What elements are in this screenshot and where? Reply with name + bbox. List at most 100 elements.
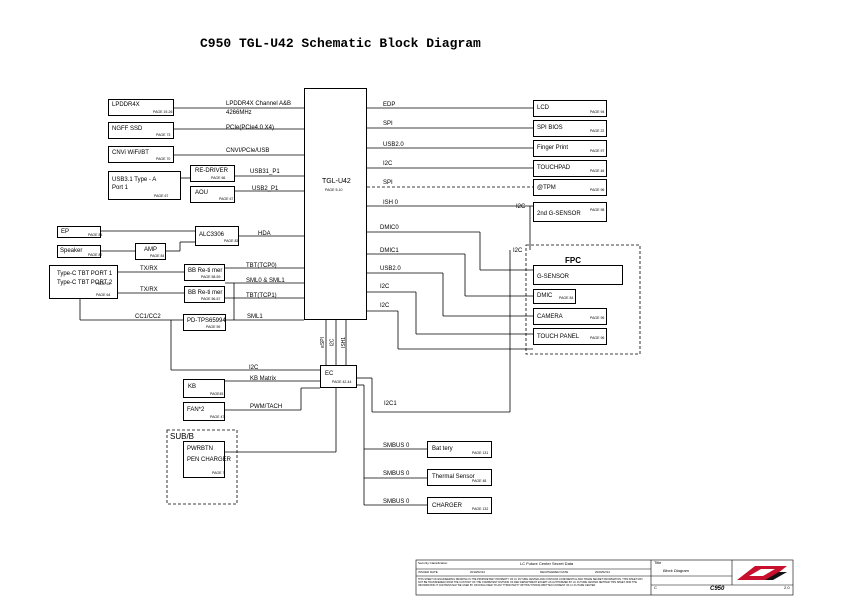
touchpanel-page: PAGE 96 — [590, 336, 605, 340]
touchpanel-block: TOUCH PANEL PAGE 96 — [533, 328, 607, 345]
tb-deciphered: DECIPHERED DATE — [540, 570, 569, 574]
tpm-block: @TPM PAGE 96 — [533, 179, 607, 196]
kb-block: KB PAGE45 — [183, 379, 225, 398]
sig-usb31p1: USB31_P1 — [250, 169, 280, 175]
ngff-label: NGFF SSD — [112, 126, 143, 132]
finger-block: Finger Print PAGE 97 — [533, 140, 607, 157]
charger-page: PAGE 132 — [472, 507, 489, 511]
camera-page: PAGE 95 — [590, 316, 605, 320]
sig-kbmatrix: KB Matrix — [250, 376, 277, 382]
gsensor-block: G-SENSOR — [533, 265, 623, 285]
gsensor2-label: 2nd G-SENSOR — [537, 211, 581, 217]
sig-txrx2: TX/RX — [140, 287, 158, 293]
cpu-page: PAGE 5-10 — [325, 188, 343, 192]
cnvi-block: CNVi WiFi/BT PAGE 70 — [108, 146, 174, 163]
cnvi-page: PAGE 70 — [156, 157, 171, 161]
aou-page: PAGE 67 — [219, 197, 234, 201]
battery-label: Bat tery — [432, 446, 453, 452]
tb-rev: 2.0 — [784, 585, 790, 590]
tb-issued: ISSUED DATE — [418, 570, 438, 574]
alc-page: PAGE 83 — [224, 239, 239, 243]
sig-cnvi: CNVI/PCIe/USB — [226, 148, 270, 154]
typec-page1: PAGE 63 — [96, 282, 111, 286]
sig-i2cfpc: I2C — [513, 248, 523, 254]
spibios-label: SPI BIOS — [537, 125, 563, 131]
sig-i2cec: I2C — [249, 365, 259, 371]
sig-i2c1: I2C — [383, 161, 393, 167]
sig-spi2: SPI — [383, 180, 393, 186]
lcd-block: LCD PAGE 94 — [533, 100, 607, 117]
charger-block: CHARGER PAGE 132 — [427, 497, 492, 514]
page-title: C950 TGL-U42 Schematic Block Diagram — [200, 36, 481, 51]
retimer2-label: BB Re-ti mer — [188, 290, 223, 296]
tb-model: C950 — [710, 586, 725, 592]
battery-block: Bat tery PAGE 131 — [427, 441, 492, 458]
usb31a-page: PAGE 67 — [154, 194, 169, 198]
usb31a-block: USB3.1 Type - A Port 1 PAGE 67 — [108, 171, 181, 200]
kb-label: KB — [188, 384, 197, 390]
ep-page: PAGE 84 — [88, 233, 103, 237]
pd-label: PD-TPS65994 — [187, 318, 226, 324]
retimer1-block: BB Re-ti mer PAGE 58-59 — [184, 264, 225, 281]
sig-i2cv: I2C — [329, 338, 336, 347]
amp-page: PAGE 84 — [150, 254, 165, 258]
sig-dmic0: DMIC0 — [380, 225, 399, 231]
tb-title-value: Block Diagram — [663, 568, 690, 573]
sig-hda: HDA — [258, 231, 271, 237]
tpm-label: @TPM — [537, 185, 556, 191]
sig-espi: eSPI — [319, 337, 326, 348]
aou-label: AOU — [195, 190, 209, 196]
fan-block: FAN*2 PAGE 47 — [183, 402, 225, 421]
sig-spi1: SPI — [383, 121, 393, 127]
gsensor2-page: PAGE 98 — [590, 208, 605, 212]
speaker-page: PAGE 87 — [88, 253, 103, 257]
tb-issued-val: 2019/02/12 — [470, 570, 486, 574]
sig-usb20b: USB2.0 — [380, 266, 401, 272]
typec-page2: PAGE 64 — [96, 293, 111, 297]
redriver-label: RE-DRIVER — [195, 168, 229, 174]
speaker-block: Speaker PAGE 87 — [57, 245, 103, 258]
ec-page: PAGE 42-44 — [332, 380, 352, 384]
fpc-title: FPC — [565, 256, 581, 265]
camera-label: CAMERA — [537, 314, 563, 320]
touchpanel-label: TOUCH PANEL — [537, 334, 580, 340]
sig-txrx1: TX/RX — [140, 266, 158, 272]
lcd-label: LCD — [537, 105, 550, 111]
finger-label: Finger Print — [537, 145, 569, 151]
aou-block: AOU PAGE 67 — [190, 186, 235, 203]
cnvi-label: CNVi WiFi/BT — [112, 150, 149, 156]
spibios-block: SPI BIOS PAGE 22 — [533, 120, 607, 137]
retimer1-page: PAGE 58-59 — [201, 275, 221, 279]
fan-label: FAN*2 — [187, 407, 205, 413]
sig-smbus2: SMBUS 0 — [383, 471, 410, 477]
finger-page: PAGE 97 — [590, 149, 605, 153]
typec-block: Type-C TBT PORT 1 Type-C TBT PORT 2 PAGE… — [49, 265, 118, 299]
cpu-label: TGL-U42 — [322, 178, 351, 185]
gsensor2-block: 2nd G-SENSOR PAGE 98 — [533, 202, 607, 222]
ep-label: EP — [61, 229, 70, 235]
sig-i2c2: I2C — [380, 284, 390, 290]
dmic-label: DMIC — [537, 293, 553, 299]
sig-lpddr: LPDDR4X Channel A&B — [226, 101, 292, 107]
sig-pwm: PWM/TACH — [250, 404, 283, 410]
lpddr4x-page: PAGE 19-26 — [153, 110, 173, 114]
ec-block: EC PAGE 42-44 — [320, 365, 357, 388]
tb-security: Security Classification — [418, 561, 448, 565]
cpu-block: TGL-U42 PAGE 5-10 — [304, 88, 367, 320]
ngff-block: NGFF SSD PAGE 73 — [108, 122, 174, 139]
ec-label: EC — [325, 371, 334, 377]
dmic-block: DMIC PAGE 84 — [533, 289, 576, 304]
ep-block: EP PAGE 84 — [57, 226, 103, 238]
tb-size: C — [654, 585, 657, 590]
sig-i2cr: I2C — [516, 204, 526, 210]
tpm-page: PAGE 96 — [590, 188, 605, 192]
spibios-page: PAGE 22 — [590, 129, 605, 133]
speaker-label: Speaker — [60, 248, 83, 254]
lpddr4x-label: LPDDR4X — [112, 102, 140, 108]
pwrbtn-page: PAGE 7 — [212, 471, 225, 475]
tb-title-label: Title — [654, 560, 662, 565]
sig-tbt1: TBT(TCP1) — [246, 293, 277, 299]
lpddr4x-block: LPDDR4X PAGE 19-26 — [108, 99, 174, 116]
tb-note: THIS SHEET OF ENGINEERING DRAWING IS THE… — [418, 578, 643, 587]
typec-label: Type-C TBT PORT 1 Type-C TBT PORT 2 — [57, 271, 113, 286]
